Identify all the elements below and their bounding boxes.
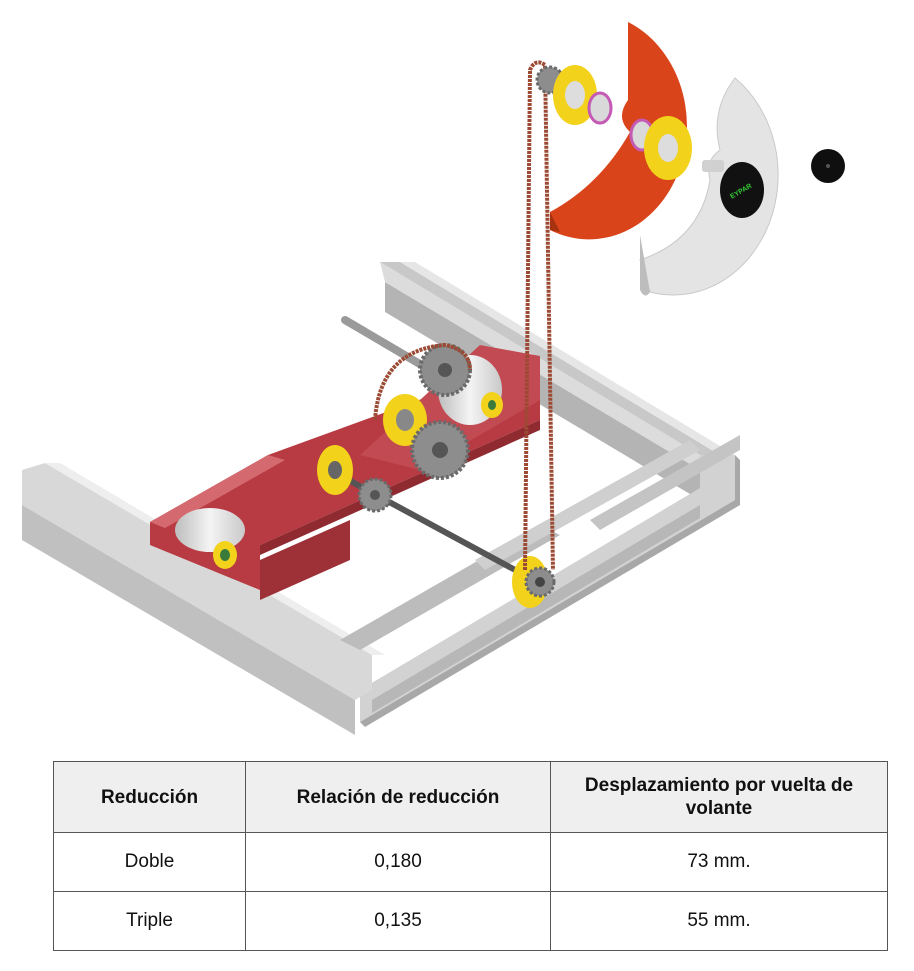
cell-relacion: 0,135 [245,891,551,951]
orange-cover [550,22,692,240]
gear-train [317,342,472,513]
handwheel-hub [720,162,764,218]
cell-relacion: 0,180 [245,832,551,892]
lower-sprocket [512,556,556,608]
header-relacion: Relación de reducción [245,761,551,833]
header-reduccion: Reducción [53,761,246,833]
mechanism-illustration: EYPAR [22,22,845,735]
upper-sprocket [535,65,613,125]
cell-desplazamiento: 73 mm. [550,832,888,892]
reduction-table: Reducción Relación de reducción Desplaza… [53,761,888,951]
cell-desplazamiento: 55 mm. [550,891,888,951]
grey-cover: EYPAR [639,77,845,296]
drive-chain [523,60,555,571]
table-row: Triple 0,135 55 mm. [53,891,888,951]
support-wheel-left [175,508,245,569]
table-row: Doble 0,180 73 mm. [53,832,888,892]
cell-reduccion: Doble [53,832,246,892]
cell-reduccion: Triple [53,891,246,951]
header-desplazamiento: Desplazamiento por vuelta de volante [550,761,888,833]
table-header-row: Reducción Relación de reducción Desplaza… [53,761,888,833]
